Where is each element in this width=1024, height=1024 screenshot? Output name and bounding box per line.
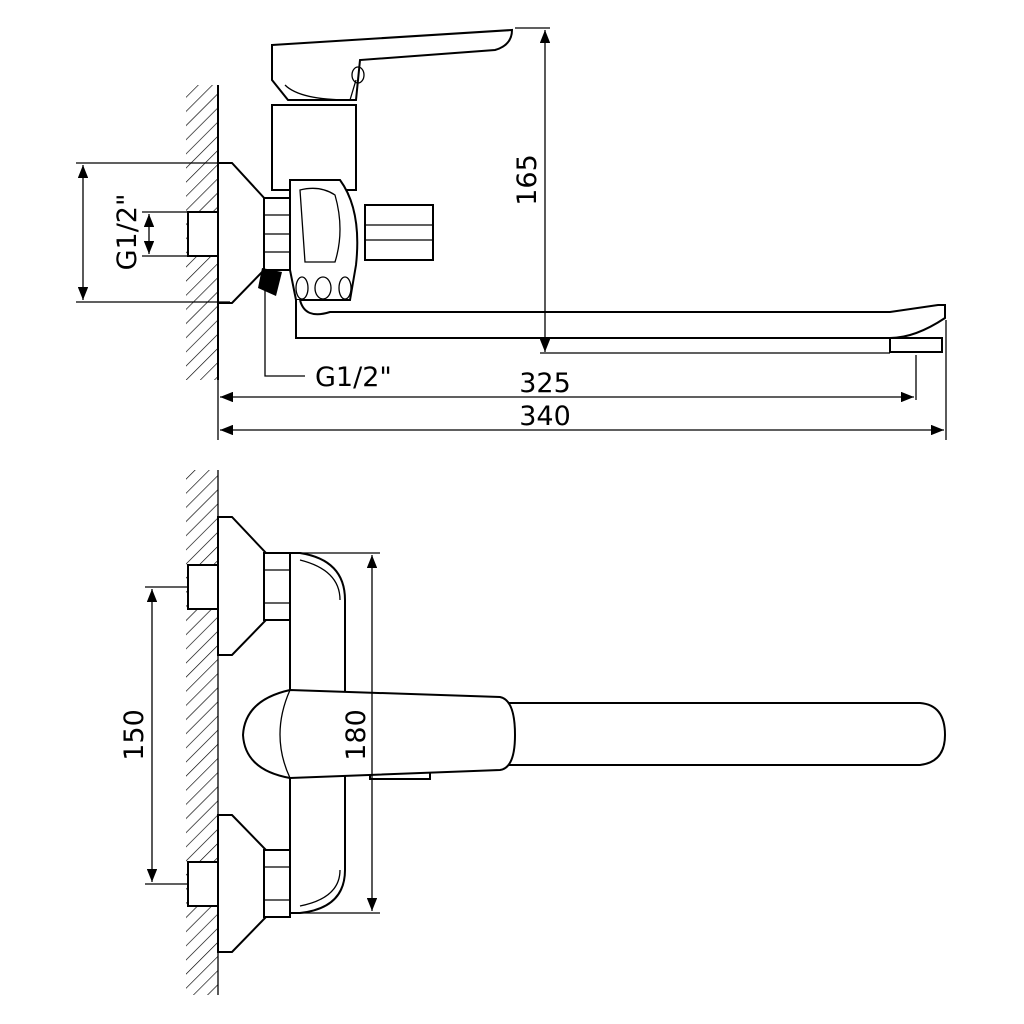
spout <box>295 299 946 339</box>
reach-dim-label: 325 <box>519 368 571 399</box>
body-center <box>289 179 359 301</box>
shower-outlet <box>364 204 434 261</box>
escutcheon <box>217 162 267 304</box>
body-length-dim-label: 180 <box>341 709 372 761</box>
wall-hatch <box>186 470 218 995</box>
filter-mesh <box>258 268 282 296</box>
escutcheon-upper <box>217 516 267 656</box>
inlet-pipe <box>187 211 219 257</box>
outlet-thread-label: G1/2" <box>315 362 392 393</box>
hex-nut-upper <box>263 552 291 621</box>
hex-nut-lower <box>263 849 291 918</box>
spacing-dim-label: 150 <box>119 709 150 761</box>
height-dim-label: 165 <box>512 154 543 206</box>
top-view: 150 180 <box>119 470 947 995</box>
side-view: 165 G1/2" G1/2" 325 340 <box>76 27 947 440</box>
inlet-thread-label: G1/2" <box>112 194 143 271</box>
length-dim-label: 340 <box>519 401 571 432</box>
lever-handle-top <box>241 688 517 780</box>
escutcheon-lower <box>217 814 267 953</box>
lever-handle <box>271 28 514 101</box>
spout-top <box>500 702 947 766</box>
mixer-body <box>271 104 357 191</box>
aerator <box>889 337 943 353</box>
